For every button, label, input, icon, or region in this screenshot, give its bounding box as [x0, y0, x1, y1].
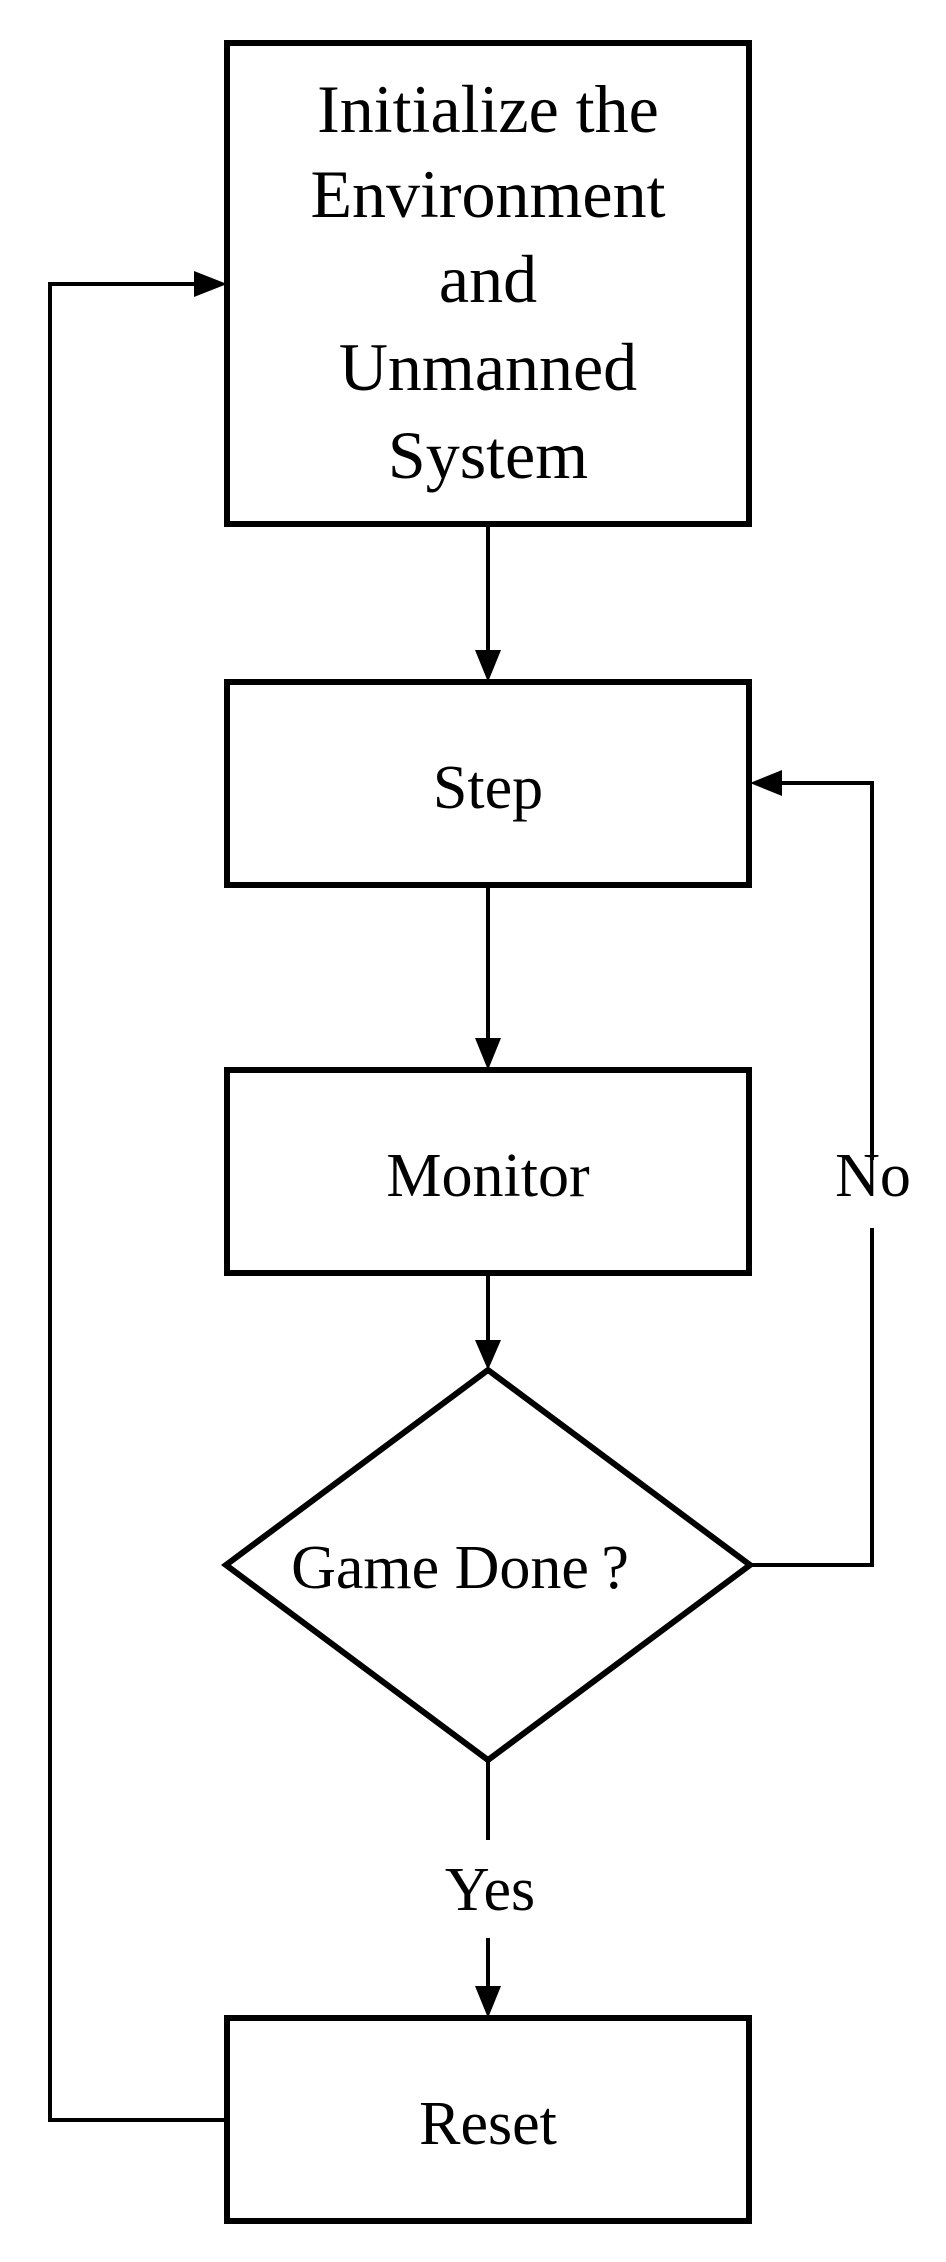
arrow-down-icon [475, 1986, 501, 2018]
edge-no-loop-line-lower [750, 1228, 874, 1567]
arrow-down-icon [475, 650, 501, 682]
edge-reset-loop-line [48, 282, 227, 2122]
edge-reset-to-init [48, 271, 227, 2122]
arrow-left-icon [750, 770, 782, 796]
node-step: Step [224, 679, 752, 888]
initialize-line-2: Environment [310, 156, 665, 232]
edge-no-loop-line-upper [780, 781, 874, 1160]
initialize-line-5: System [388, 417, 588, 493]
step-label: Step [433, 754, 543, 822]
node-monitor: Monitor [224, 1067, 752, 1276]
step-box [224, 679, 752, 888]
decision-label: Game Done ? [291, 1534, 629, 1602]
edge-decision-to-reset: Yes [445, 1760, 535, 2018]
arrow-right-icon [194, 271, 227, 297]
arrow-down-icon [475, 1038, 501, 1070]
node-initialize: Initialize the Environment and Unmanned … [224, 40, 752, 527]
edge-init-to-step [475, 524, 501, 682]
node-reset: Reset [224, 2015, 752, 2224]
edge-decision-to-step: No [750, 770, 911, 1567]
reset-box [224, 2015, 752, 2224]
initialize-line-3: and [439, 241, 537, 317]
initialize-line-4: Unmanned [339, 329, 637, 405]
initialize-box [224, 40, 752, 527]
monitor-label: Monitor [386, 1142, 590, 1210]
edge-monitor-to-decision [475, 1273, 501, 1370]
reset-label: Reset [419, 2090, 557, 2158]
edge-step-to-monitor [475, 885, 501, 1070]
initialize-line-1: Initialize the [317, 71, 659, 147]
node-decision: Game Done ? [220, 1366, 756, 1764]
arrow-down-icon [475, 1340, 501, 1370]
yes-label: Yes [445, 1856, 535, 1924]
